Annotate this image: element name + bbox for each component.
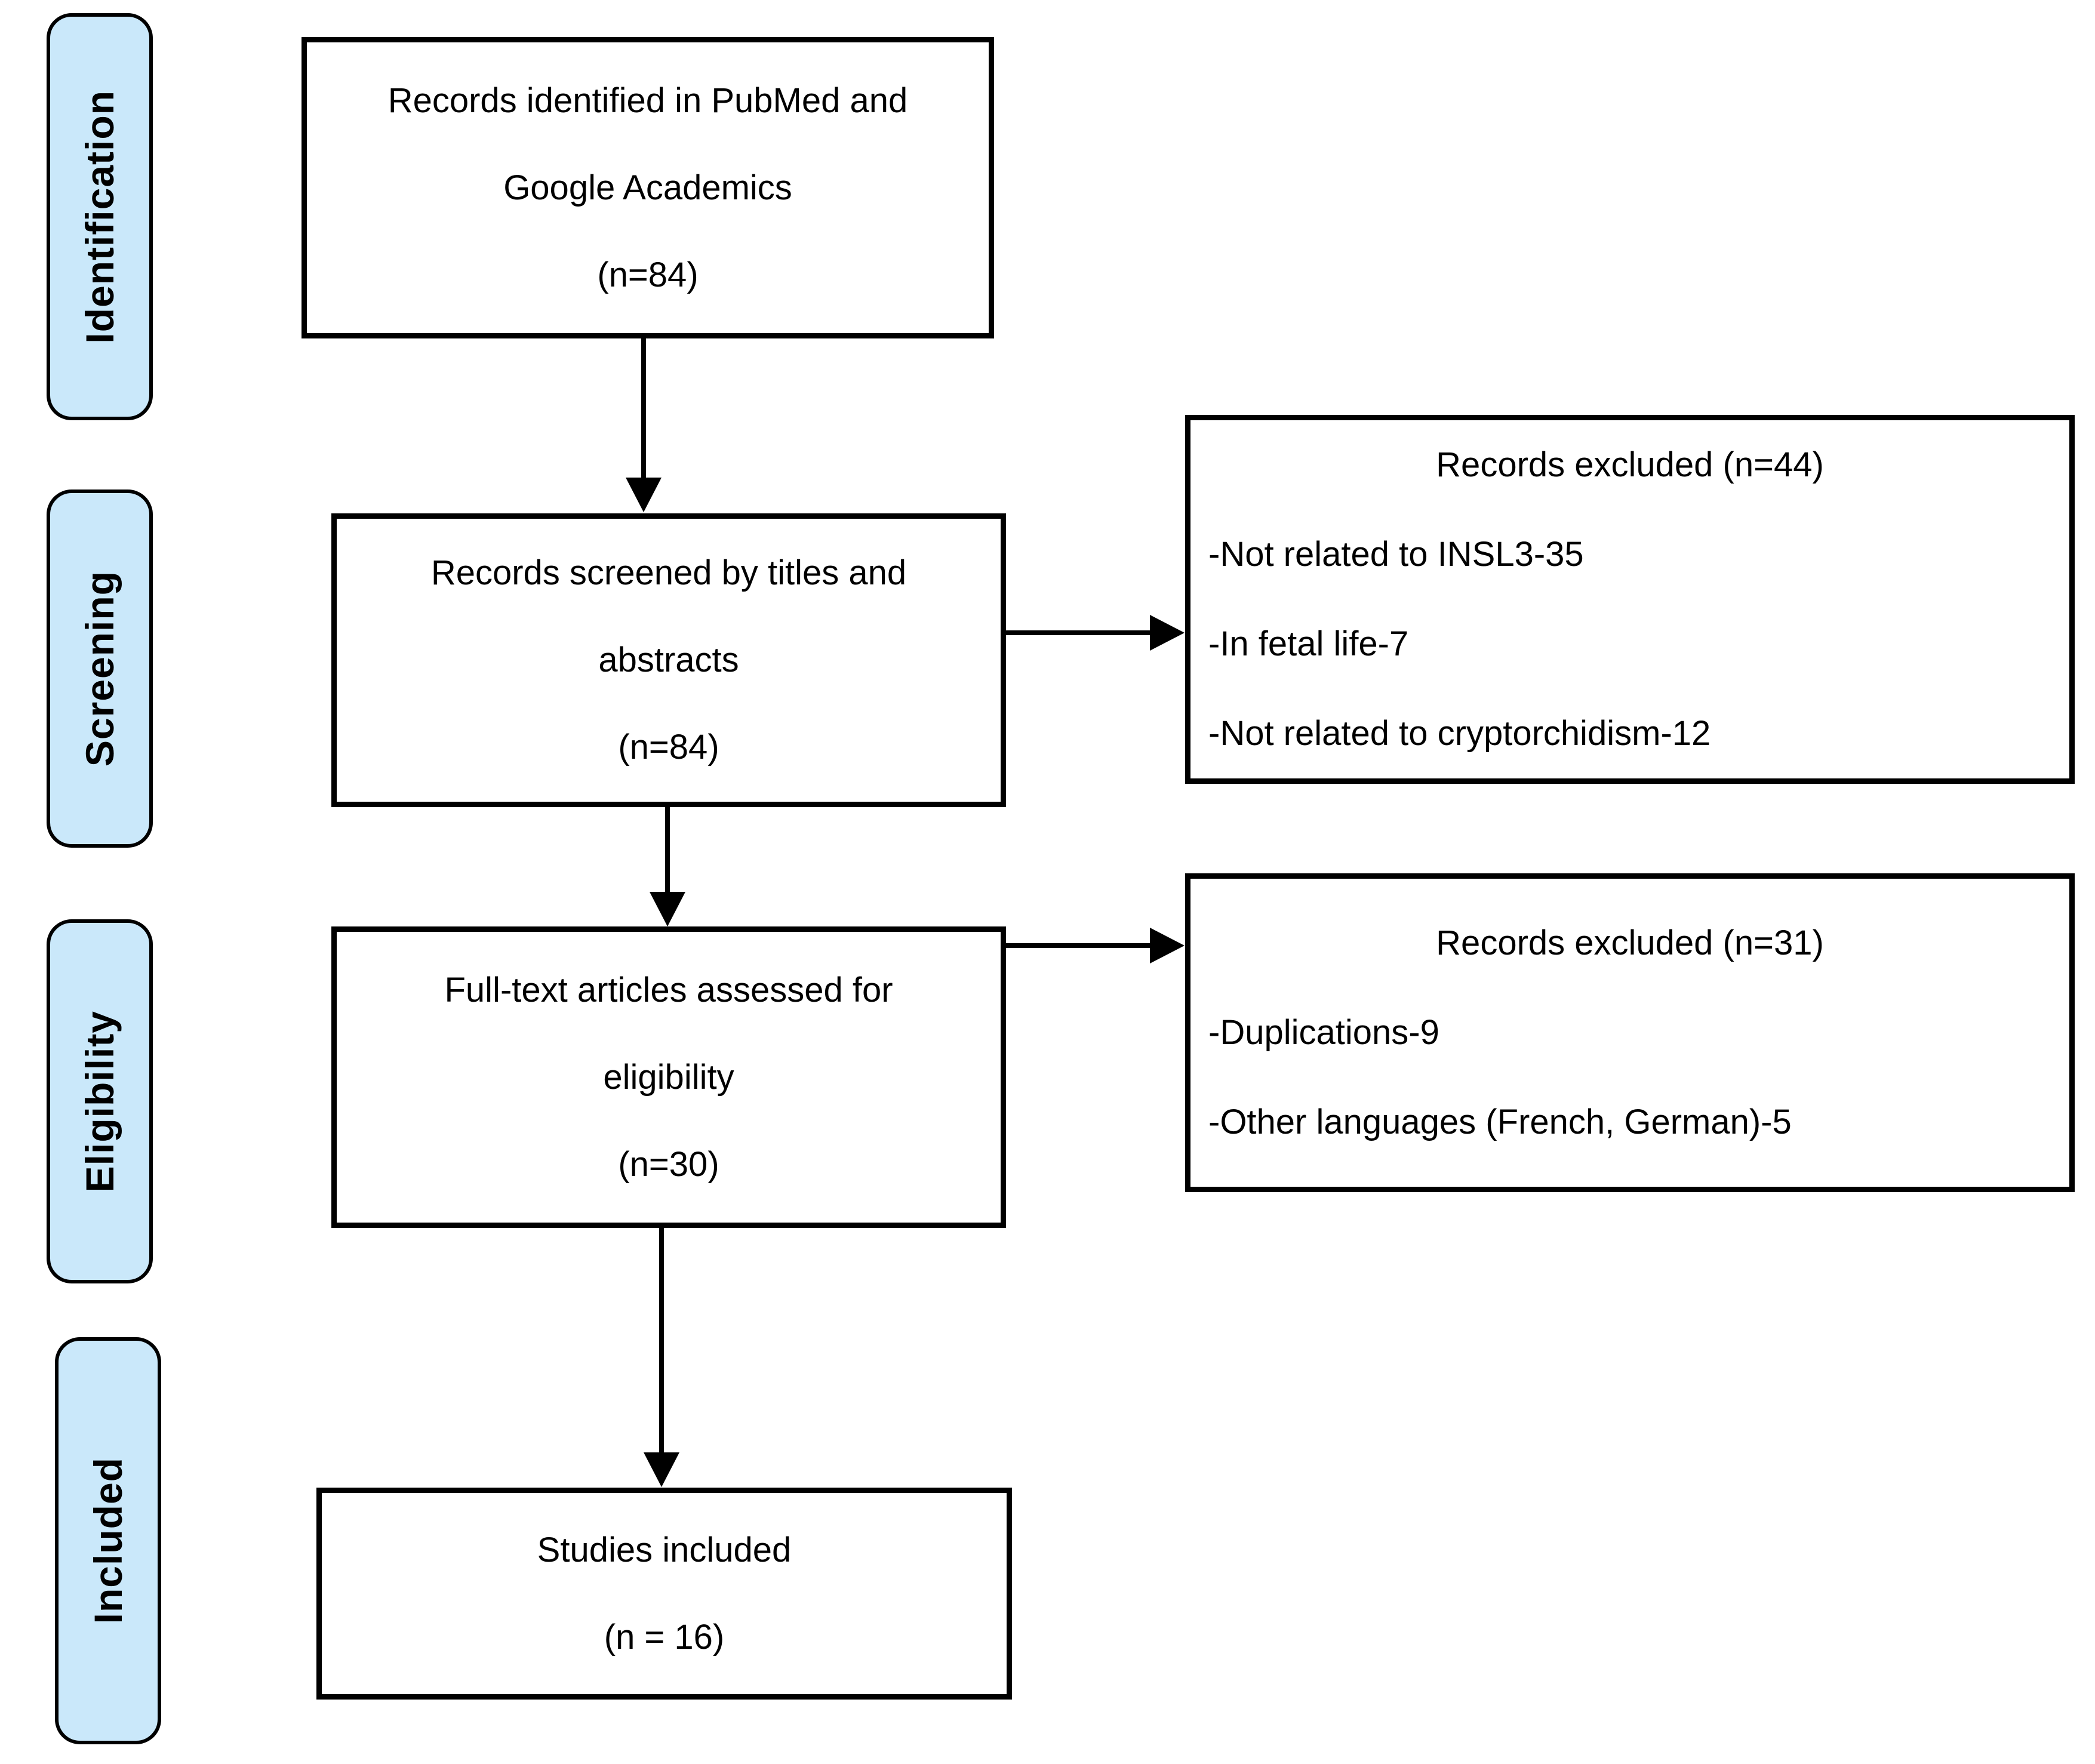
- stage-label-identification: Identification: [78, 90, 122, 344]
- excluded-screening-item-2: -In fetal life-7: [1208, 624, 1409, 663]
- box-records-excluded-screening: Records excluded (n=44) -Not related to …: [1185, 415, 2075, 784]
- box-studies-included-count: (n = 16): [604, 1617, 725, 1657]
- box-studies-included-line-1: Studies included: [537, 1530, 792, 1569]
- arrow-fulltext-to-excluded-head-icon: [1150, 928, 1185, 963]
- box-records-identified-count: (n=84): [597, 255, 699, 294]
- excluded-eligibility-item-1: -Duplications-9: [1208, 1013, 1439, 1052]
- excluded-screening-item-1: -Not related to INSL3-35: [1208, 535, 1584, 574]
- box-records-identified: Records identified in PubMed and Google …: [302, 37, 994, 338]
- stage-pill-identification: Identification: [47, 13, 153, 420]
- stage-pill-eligibility: Eligibility: [47, 919, 153, 1283]
- arrow-identified-to-screened-line: [641, 338, 646, 479]
- box-fulltext-assessed: Full-text articles assessed for eligibil…: [331, 926, 1006, 1228]
- arrow-screened-to-excluded-line: [1006, 630, 1152, 635]
- box-fulltext-assessed-line-2: eligibility: [603, 1057, 734, 1097]
- excluded-screening-title: Records excluded (n=44): [1436, 445, 1824, 484]
- box-records-identified-line-1: Records identified in PubMed and: [387, 81, 908, 120]
- arrow-fulltext-to-excluded-line: [1006, 943, 1152, 948]
- box-records-screened: Records screened by titles and abstracts…: [331, 513, 1006, 807]
- arrow-identified-to-screened-head-icon: [626, 478, 662, 512]
- excluded-eligibility-title: Records excluded (n=31): [1436, 923, 1824, 962]
- box-fulltext-assessed-line-1: Full-text articles assessed for: [444, 970, 893, 1009]
- arrow-screened-to-excluded-head-icon: [1150, 615, 1185, 651]
- excluded-eligibility-item-2: -Other languages (French, German)-5: [1208, 1103, 1792, 1141]
- box-records-identified-line-2: Google Academics: [503, 168, 792, 207]
- stage-label-included: Included: [86, 1457, 130, 1624]
- stage-pill-screening: Screening: [47, 490, 153, 848]
- box-records-excluded-eligibility: Records excluded (n=31) -Duplications-9 …: [1185, 873, 2075, 1192]
- box-records-screened-count: (n=84): [618, 728, 719, 766]
- arrow-fulltext-to-included-line: [659, 1228, 664, 1455]
- stage-label-eligibility: Eligibility: [78, 1010, 122, 1193]
- box-studies-included: Studies included (n = 16): [316, 1488, 1012, 1700]
- box-records-screened-line-1: Records screened by titles and: [430, 553, 907, 592]
- excluded-screening-item-3: -Not related to cryptorchidism-12: [1208, 714, 1711, 753]
- stage-label-screening: Screening: [78, 570, 122, 767]
- arrow-screened-to-fulltext-line: [665, 807, 670, 894]
- box-fulltext-assessed-count: (n=30): [618, 1144, 719, 1184]
- arrow-screened-to-fulltext-head-icon: [650, 892, 685, 926]
- arrow-fulltext-to-included-head-icon: [644, 1452, 679, 1487]
- stage-pill-included: Included: [55, 1337, 161, 1744]
- box-records-screened-line-2: abstracts: [598, 641, 739, 679]
